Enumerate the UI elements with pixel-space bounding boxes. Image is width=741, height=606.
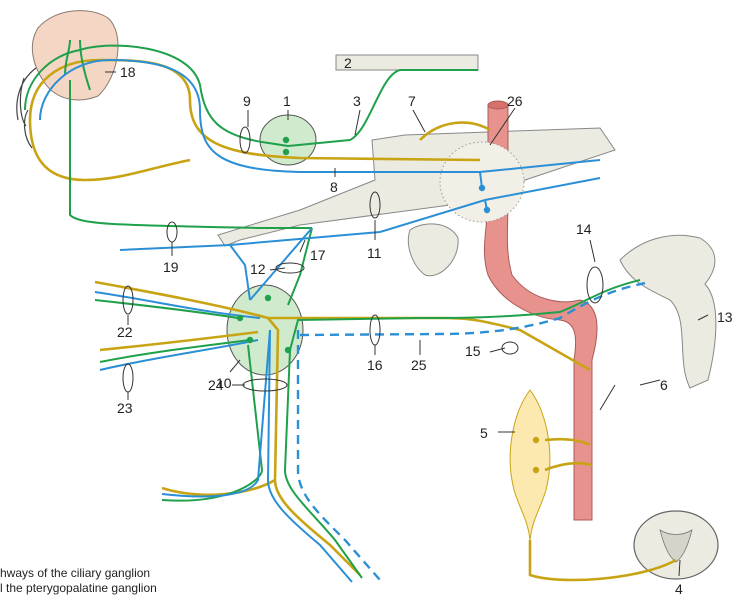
label-23: 23 <box>117 400 133 416</box>
dashed-sensory-path-2 <box>300 282 650 335</box>
label-3: 3 <box>353 93 361 109</box>
artery-cut-end <box>488 101 508 109</box>
label-18: 18 <box>120 64 136 80</box>
label-9: 9 <box>243 93 251 109</box>
label-6: 6 <box>660 377 668 393</box>
label-25: 25 <box>411 357 427 373</box>
label-16: 16 <box>367 357 383 373</box>
label-1: 1 <box>283 93 291 109</box>
label-4: 4 <box>675 581 683 597</box>
superior-cervical-ganglion <box>510 390 550 540</box>
label-17: 17 <box>310 247 326 263</box>
lacrimal-gland <box>32 11 118 100</box>
label-11: 11 <box>367 245 382 261</box>
label-5: 5 <box>480 425 488 441</box>
label-2: 2 <box>344 55 352 71</box>
figure-caption-line-2: l the pterygopalatine ganglion <box>0 581 157 596</box>
label-8: 8 <box>330 179 338 195</box>
bone-temporal-13 <box>620 235 716 388</box>
bone-structure-2 <box>336 55 478 70</box>
label-19: 19 <box>163 259 179 275</box>
label-22: 22 <box>117 324 133 340</box>
label-14: 14 <box>576 221 592 237</box>
figure-caption-line-1: hways of the ciliary ganglion <box>0 566 150 581</box>
label-7: 7 <box>408 93 416 109</box>
label-12: 12 <box>250 261 266 277</box>
label-15: 15 <box>465 343 481 359</box>
bone-lower <box>408 224 458 276</box>
label-24: 24 <box>208 377 224 393</box>
label-26: 26 <box>507 93 523 109</box>
label-13: 13 <box>717 309 733 325</box>
